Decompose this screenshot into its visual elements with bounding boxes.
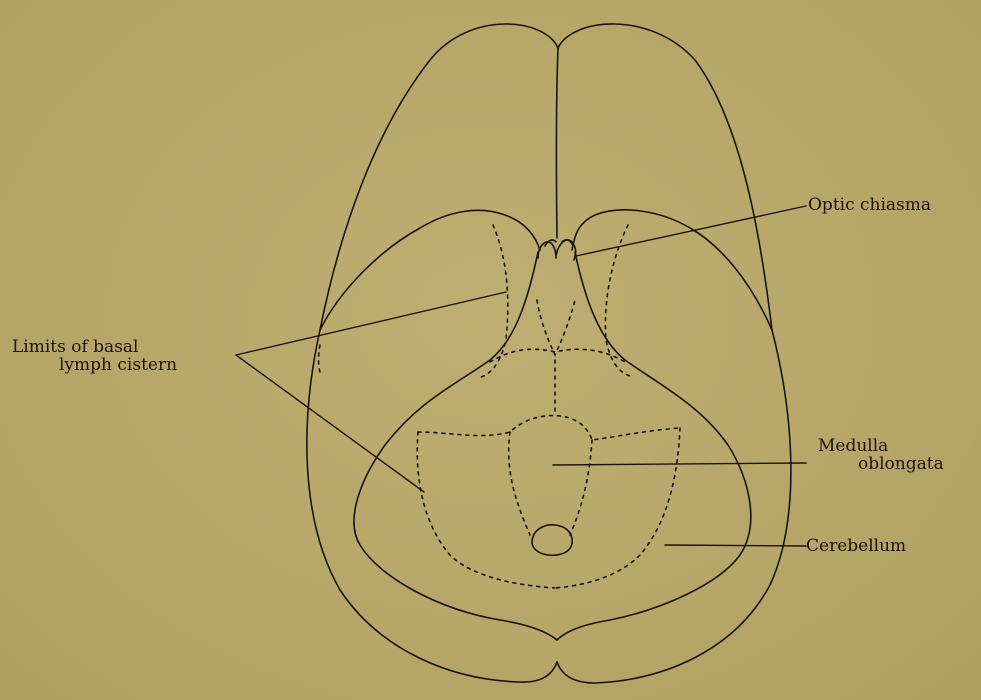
cistern-upper-cross <box>418 416 680 440</box>
cerebellum-text: Cerebellum <box>806 537 906 555</box>
cistern-inner-right <box>570 440 592 535</box>
cistern-limit-left <box>478 225 508 378</box>
limits-line-2: lymph cistern <box>12 356 177 374</box>
medulla-line-2: oblongata <box>818 455 944 473</box>
longitudinal-fissure <box>556 48 558 238</box>
leader-optic-chiasma <box>576 206 806 256</box>
medulla-oblongata-label: Medulla oblongata <box>818 437 944 473</box>
cerebrum-outline <box>320 24 558 330</box>
cerebellum-label: Cerebellum <box>806 537 906 555</box>
pons-left <box>354 252 557 640</box>
optic-chiasma-label: Optic chiasma <box>808 196 931 214</box>
medulla-oval <box>532 525 572 555</box>
temporal-lobe-outline <box>307 330 557 682</box>
cistern-inner-left <box>509 432 530 535</box>
medulla-line-1: Medulla <box>818 437 944 455</box>
cistern-center-v <box>537 300 575 355</box>
optic-chiasma <box>538 240 576 260</box>
leader-cerebellum <box>665 545 806 546</box>
cistern-lower-left <box>417 432 555 588</box>
optic-chiasma-text: Optic chiasma <box>808 196 931 214</box>
cistern-center-arc <box>490 349 625 362</box>
temporal-lobe-outline-right <box>557 330 791 683</box>
cistern-side-left <box>319 345 321 372</box>
basal-lymph-cistern-label: Limits of basal lymph cistern <box>12 338 177 374</box>
temporal-lobe-inner-right <box>572 210 772 330</box>
pons-right <box>557 252 751 640</box>
leader-limits-upper <box>236 292 506 355</box>
cerebrum-outline-right <box>558 24 772 330</box>
leader-limits-lower <box>236 355 424 492</box>
limits-line-1: Limits of basal <box>12 338 177 356</box>
leader-medulla <box>553 463 806 465</box>
cistern-lower-right <box>555 428 680 588</box>
